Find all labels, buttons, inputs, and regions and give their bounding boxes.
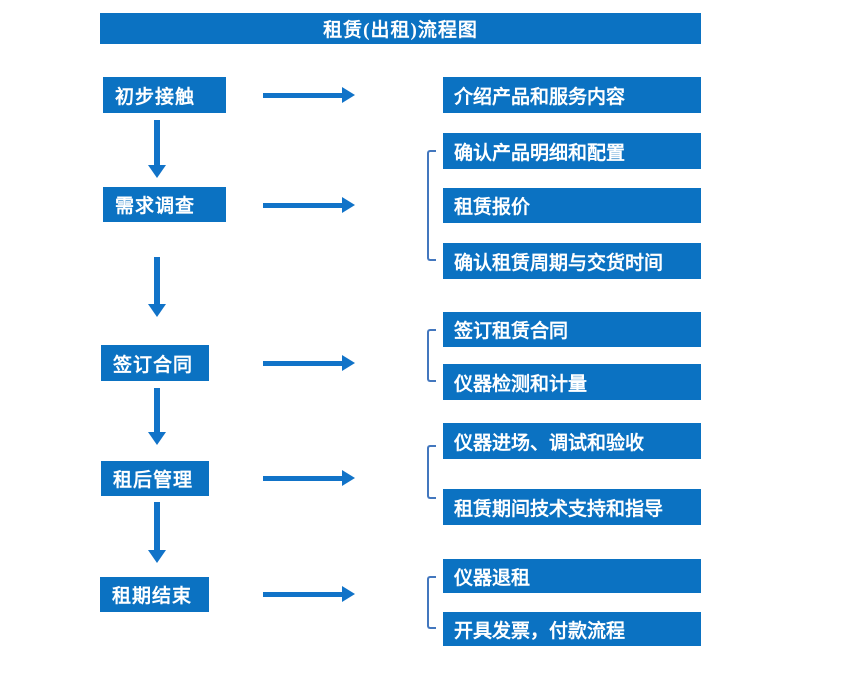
detail-box-introduce-products: 介绍产品和服务内容 [443,77,701,113]
right-arrow-1 [263,87,355,103]
detail-box-rental-quotation: 租赁报价 [443,188,701,223]
right-arrow-5 [263,586,355,602]
bracket-sign-contract-group [427,329,436,382]
step-box-sign-contract: 签订合同 [101,345,209,381]
flowchart-title: 租赁(出租)流程图 [100,13,701,44]
detail-box-invoice-payment: 开具发票，付款流程 [443,612,701,646]
step-box-rental-end: 租期结束 [100,577,209,612]
detail-box-instrument-setup: 仪器进场、调试和验收 [443,423,701,459]
down-arrow-3 [148,388,166,445]
down-arrow-4 [148,502,166,563]
bracket-demand-survey-group [427,150,436,261]
step-box-demand-survey: 需求调查 [103,187,226,222]
bracket-post-rental-group [427,445,436,499]
down-arrow-2 [148,257,166,317]
down-arrow-1 [148,120,166,178]
right-arrow-4 [263,470,355,486]
step-box-initial-contact: 初步接触 [103,77,226,113]
detail-box-confirm-rental-period: 确认租赁周期与交货时间 [443,243,701,279]
bracket-rental-end-group [427,576,436,629]
step-box-post-rental-management: 租后管理 [101,461,209,496]
detail-box-sign-rental-contract: 签订租赁合同 [443,312,701,347]
detail-box-instrument-return: 仪器退租 [443,559,701,593]
detail-box-technical-support: 租赁期间技术支持和指导 [443,489,701,525]
detail-box-instrument-inspection: 仪器检测和计量 [443,364,701,400]
detail-box-confirm-product-config: 确认产品明细和配置 [443,133,701,169]
right-arrow-2 [263,197,355,213]
right-arrow-3 [263,355,355,371]
